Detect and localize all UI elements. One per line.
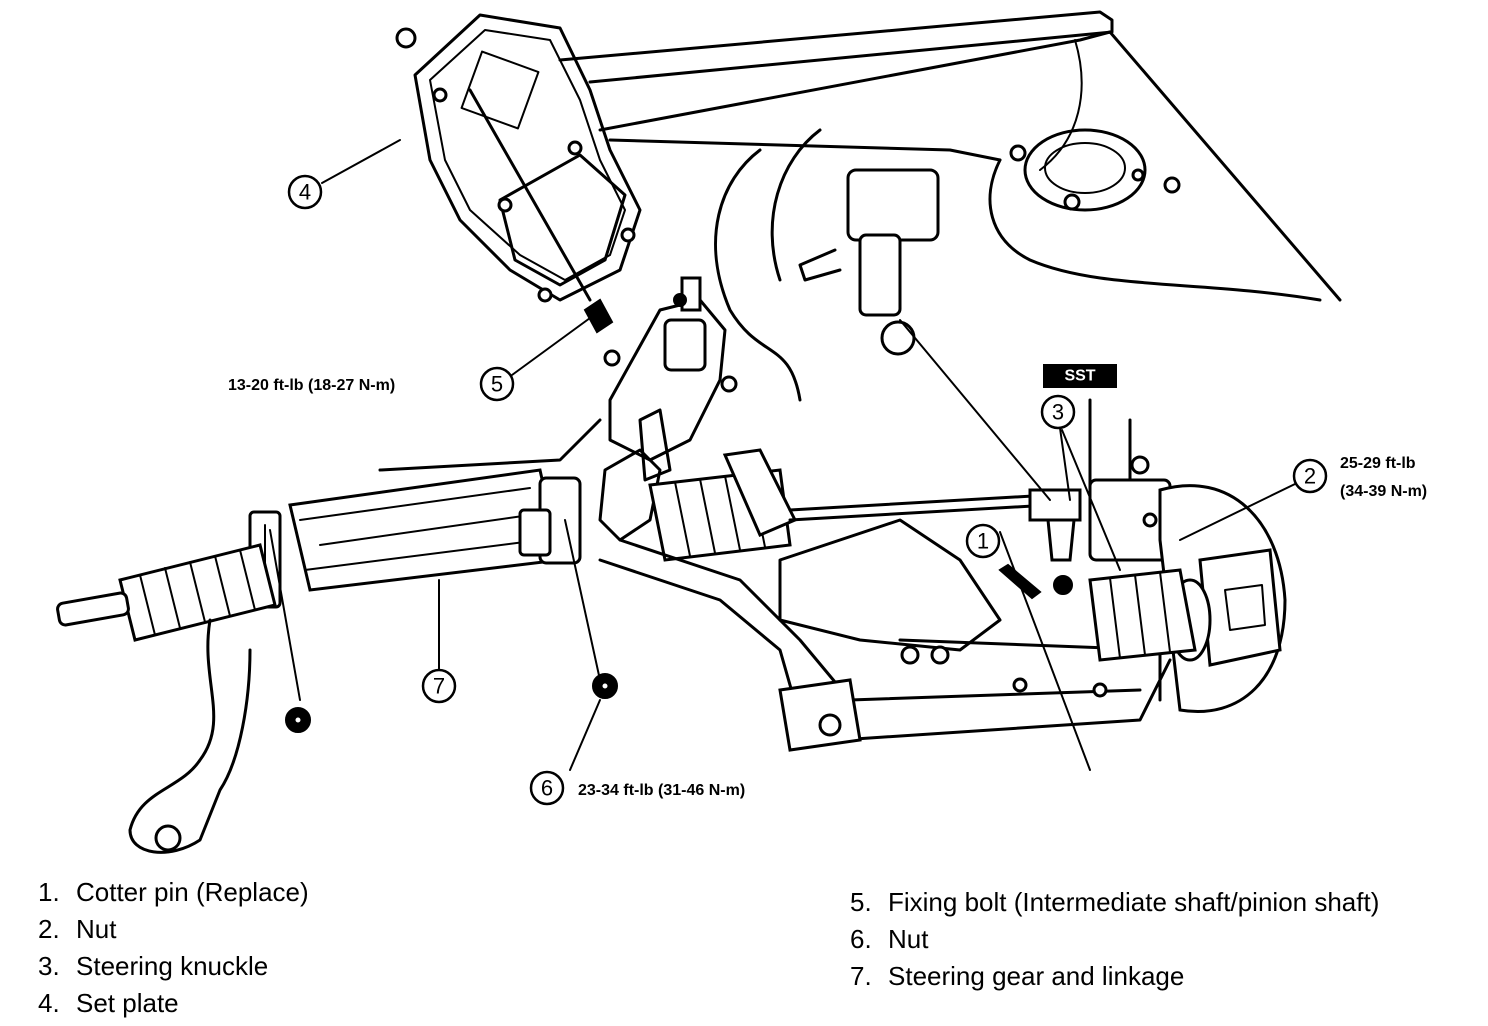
torque-nut-2-line2: (34-39 N-m) [1340,483,1427,500]
pinion-shaft [598,276,738,542]
callout-7: 7 [421,668,457,704]
legend-num: 5. [850,887,872,917]
torque-fixing-bolt: 13-20 ft-lb (18-27 N-m) [228,377,395,394]
sst-tag: SST [1043,364,1117,388]
callout-3-num: 3 [1052,400,1064,425]
callout-5-num: 5 [491,372,503,397]
legend-text: Steering gear and linkage [888,961,1185,991]
legend-num: 4. [38,988,60,1018]
left-boot [56,543,277,642]
legend-left: 1. Cotter pin (Replace) 2. Nut 3. Steering … [38,874,309,1022]
legend-item-cotter-pin: 1. Cotter pin (Replace) [38,874,309,911]
steering-gear-housing [248,418,602,609]
callout-1: 1 [965,523,1001,559]
legend-text: Cotter pin (Replace) [76,877,309,907]
legend-item-fixing-bolt: 5. Fixing bolt (Intermediate shaft/pinion… [850,884,1379,921]
legend-num: 3. [38,951,60,981]
callout-3: 3 [1040,394,1076,430]
legend-text: Steering knuckle [76,951,269,981]
legend-item-nut: 2. Nut [38,911,309,948]
callout-4-num: 4 [299,180,311,205]
legend-text: Set plate [76,988,179,1018]
legend-item-steering-gear: 7. Steering gear and linkage [850,958,1379,995]
fixing-bolt [583,298,621,367]
knuckle-hub [998,398,1287,713]
callout-6-num: 6 [541,776,553,801]
torque-nut-2-line1: 25-29 ft-lb [1340,455,1416,472]
callout-4: 4 [287,174,323,210]
legend-num: 7. [850,961,872,991]
set-plate [395,13,642,303]
callout-7-num: 7 [433,674,445,699]
callout-6: 6 [529,770,565,806]
body-panel-outline [558,10,1342,402]
legend-item-nut-6: 6. Nut [850,921,1379,958]
legend-right: 5. Fixing bolt (Intermediate shaft/pinion… [850,884,1379,995]
sst-tag-text: SST [1064,368,1095,385]
torque-nut-6: 23-34 ft-lb (31-46 N-m) [578,782,745,799]
callout-2: 2 [1292,458,1328,494]
callout-2-num: 2 [1304,464,1316,489]
legend-text: Nut [76,914,117,944]
legend-num: 1. [38,877,60,907]
reservoir [798,168,940,356]
legend-text: Nut [888,924,929,954]
steering-gear-diagram: SST 1 2 3 4 5 6 7 13-20 ft-lb (18-27 N-m… [56,10,1427,854]
legend-text: Fixing bolt (Intermediate shaft/pinion s… [888,887,1380,917]
legend-item-steering-knuckle: 3. Steering knuckle [38,948,309,985]
callout-5: 5 [479,366,515,402]
legend-num: 2. [38,914,60,944]
leader-lines [269,139,1296,771]
legend-num: 6. [850,924,872,954]
strut-tower [1009,128,1181,212]
nut-6-fasteners [285,673,618,733]
legend-item-set-plate: 4. Set plate [38,985,309,1022]
right-boot [648,448,1052,562]
crossmember [128,518,1172,854]
callout-1-num: 1 [977,529,989,554]
